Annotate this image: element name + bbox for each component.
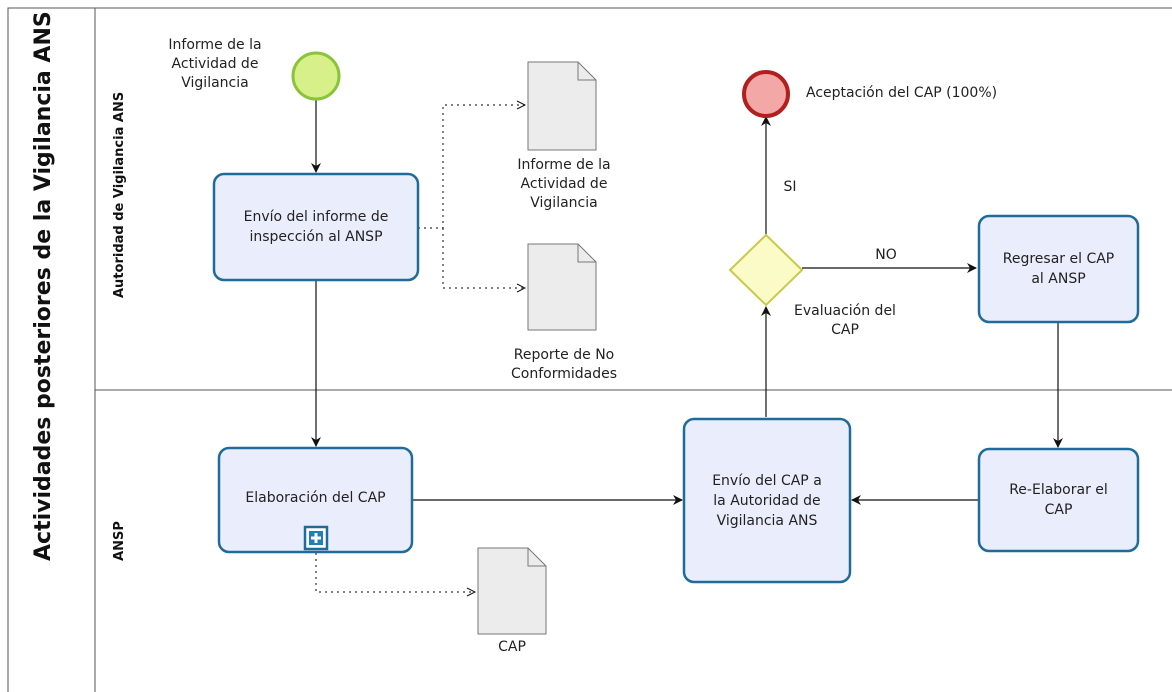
document-cap-label: CAP xyxy=(498,639,526,655)
document-reporte-label: Reporte de No Conformidades xyxy=(510,347,617,382)
document-informe-label: Informe de la Actividad de Vigilancia xyxy=(517,157,611,211)
task-regresar-box[interactable] xyxy=(977,214,1140,324)
task-envio-cap[interactable]: Envío del CAP a la Autoridad de Vigilanc… xyxy=(712,472,822,529)
document-cap-icon xyxy=(477,547,547,635)
gateway-no-label: NO xyxy=(875,247,897,263)
association-reporte xyxy=(442,228,525,288)
task-envio-informe[interactable]: Envío del informe de inspección al ANSP xyxy=(243,209,389,245)
subprocess-plus-icon[interactable] xyxy=(303,525,329,551)
task-regresar[interactable]: Regresar el CAP al ANSP xyxy=(1002,251,1115,287)
document-reporte-icon xyxy=(527,243,597,331)
gateway-label: Evaluación del CAP xyxy=(794,303,896,338)
start-event[interactable] xyxy=(291,51,341,101)
lane-label-autoridad: Autoridad de Vigilancia ANS xyxy=(112,91,127,298)
association-informe xyxy=(418,105,525,229)
pool-border xyxy=(7,7,1172,692)
gateway-yes-label: SI xyxy=(783,179,797,195)
end-event-label: Aceptación del CAP (100%) xyxy=(806,85,998,101)
pool-title: Actividades posteriores de la Vigilancia… xyxy=(31,11,56,561)
end-event[interactable] xyxy=(742,70,790,118)
document-informe-icon xyxy=(527,61,597,151)
task-reelaborar[interactable]: Re-Elaborar el CAP xyxy=(1009,482,1108,518)
task-elaboracion[interactable]: Elaboración del CAP xyxy=(245,490,386,506)
task-elaboracion-box[interactable] xyxy=(217,446,414,554)
association-cap xyxy=(315,553,475,592)
lane-label-ansp: ANSP xyxy=(112,521,127,561)
task-envio-informe-box[interactable] xyxy=(212,172,420,282)
exclusive-gateway[interactable] xyxy=(728,233,804,307)
start-event-label: Informe de la Actividad de Vigilancia xyxy=(168,37,262,91)
task-envio-cap-box[interactable] xyxy=(682,417,852,584)
task-reelaborar-box[interactable] xyxy=(977,447,1140,553)
